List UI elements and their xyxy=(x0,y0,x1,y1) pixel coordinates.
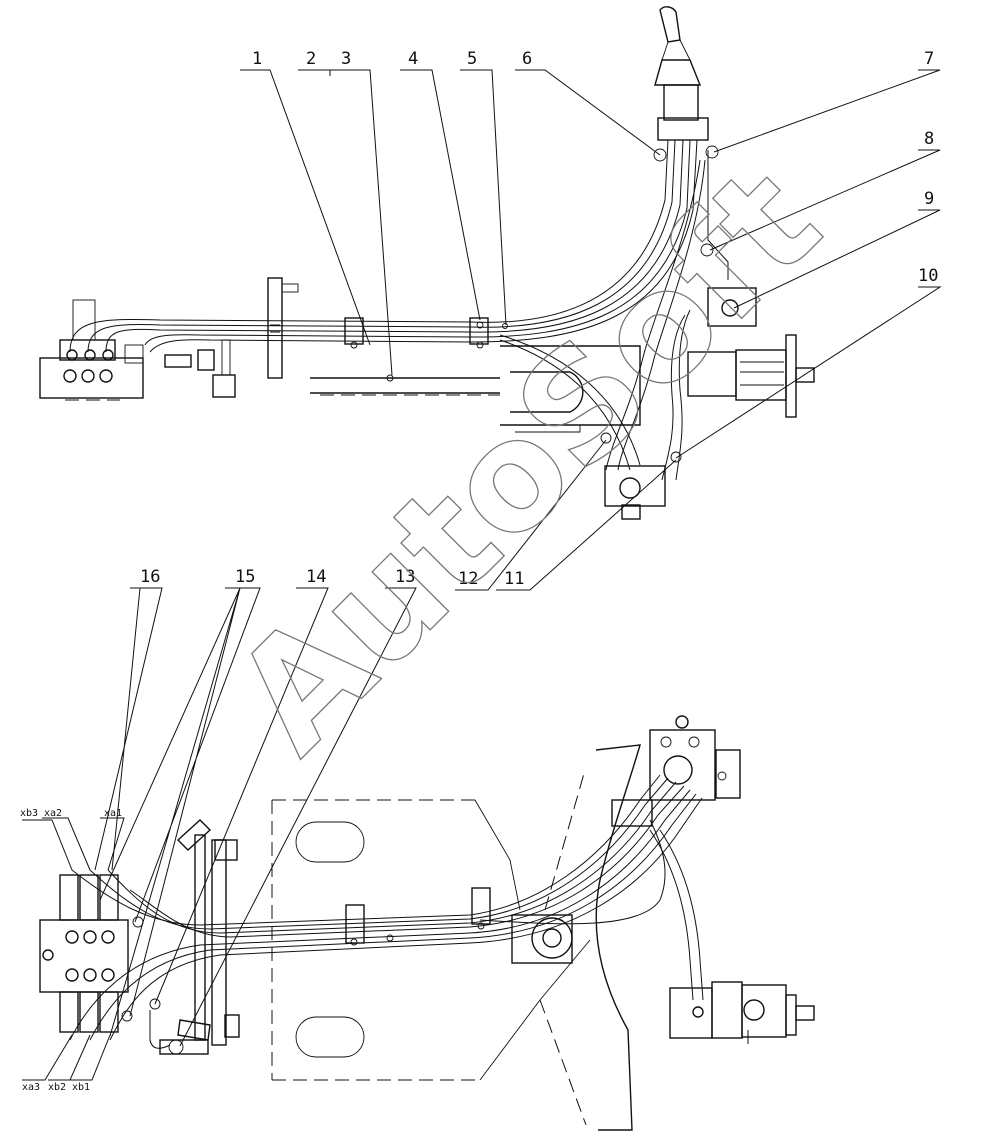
port-label-xb1: xb1 xyxy=(72,1082,90,1093)
port-label-xa1: xa1 xyxy=(104,808,122,819)
bottom-hose-bundle xyxy=(69,774,704,1049)
bottom-boom-plate xyxy=(511,744,641,1131)
callout-10: 10 xyxy=(918,266,938,286)
top-lower-valve xyxy=(604,465,666,520)
callout-11: 11 xyxy=(504,569,524,589)
bottom-control-valve xyxy=(39,874,129,1033)
port-label-xb2: xb2 xyxy=(48,1082,66,1093)
callout-3: 3 xyxy=(341,49,351,69)
top-fitting-markers xyxy=(600,145,719,463)
top-view xyxy=(39,6,815,520)
callout-2: 2 xyxy=(306,49,316,69)
callout-13: 13 xyxy=(395,567,415,587)
bottom-pump xyxy=(669,981,815,1050)
callout-leaders xyxy=(22,69,942,1081)
top-hose-bundle xyxy=(69,139,729,481)
callout-16: 16 xyxy=(140,567,160,587)
callout-1: 1 xyxy=(252,49,262,69)
top-frame-beam xyxy=(310,345,641,433)
top-accumulator-block xyxy=(707,287,757,327)
callout-14: 14 xyxy=(306,567,326,587)
callout-9: 9 xyxy=(924,189,934,209)
callout-numbers: 1 2 3 4 5 6 7 8 9 10 11 12 13 14 15 16 xyxy=(140,49,938,589)
port-label-xa2: xa2 xyxy=(44,808,62,819)
bottom-joystick-panel xyxy=(611,715,741,827)
watermark-text: AutoSoft xyxy=(202,135,852,785)
callout-15: 15 xyxy=(235,567,255,587)
top-pump xyxy=(687,334,815,418)
callout-5: 5 xyxy=(467,49,477,69)
callout-7: 7 xyxy=(924,49,934,69)
port-labels: xb3 xa2 xa1 xa3 xb2 xb1 xyxy=(20,808,122,1093)
bottom-view xyxy=(39,715,815,1131)
port-label-xb3: xb3 xyxy=(20,808,38,819)
callout-8: 8 xyxy=(924,129,934,149)
port-label-xa3: xa3 xyxy=(22,1082,40,1093)
top-pilot-joystick xyxy=(654,6,709,141)
callout-12: 12 xyxy=(458,569,478,589)
bottom-vertical-mount xyxy=(121,819,240,1055)
callout-4: 4 xyxy=(408,49,418,69)
top-fittings xyxy=(164,277,299,398)
top-control-valve xyxy=(39,299,144,401)
callout-6: 6 xyxy=(522,49,532,69)
